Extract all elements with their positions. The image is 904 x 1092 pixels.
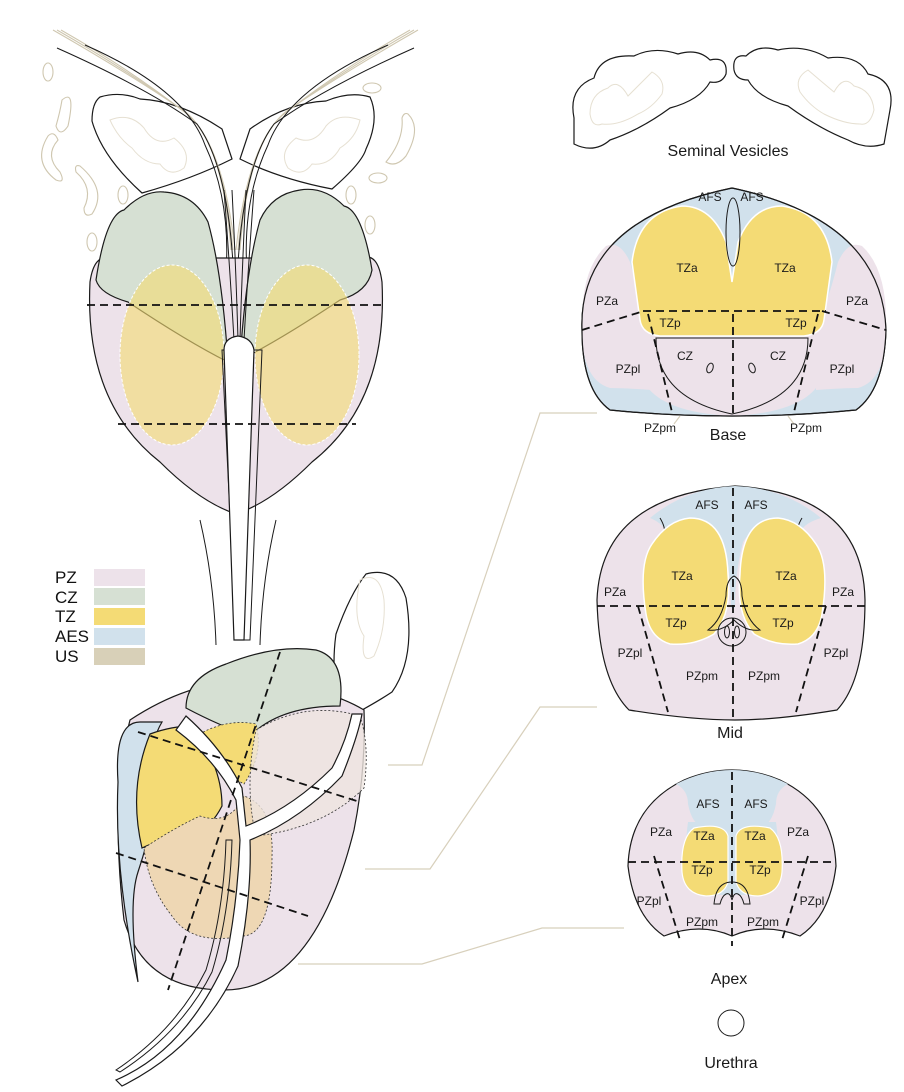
apex-label-tza-right: TZa <box>744 829 766 843</box>
apex-tz-left <box>681 825 729 897</box>
base-cz <box>655 337 809 415</box>
mid-label-tzp-right: TZp <box>772 616 794 630</box>
mid-label-afs-right: AFS <box>744 498 767 512</box>
sagittal-urethra <box>114 713 363 1087</box>
base-label-afs-left: AFS <box>698 190 721 204</box>
coronal-view <box>41 29 419 646</box>
apex-label-pzpl-left: PZpl <box>637 894 662 908</box>
base-label-afs-right: AFS <box>740 190 763 204</box>
mid-label-pzpm-right: PZpm <box>748 669 780 683</box>
base-urethra-lumen <box>725 197 741 267</box>
base-label-pza-right: PZa <box>846 294 868 308</box>
base-label-tza-left: TZa <box>676 261 698 275</box>
leader-line-base <box>388 412 597 766</box>
legend-item-aes: AES <box>55 627 145 646</box>
sagittal-urethral-sphincter <box>115 839 233 1073</box>
seminal-vesicles-section: Seminal Vesicles <box>572 47 892 160</box>
vas-deferens <box>52 29 419 286</box>
apex-section: AFS AFS PZa PZa TZa TZa TZp TZp PZpl PZp… <box>627 769 837 988</box>
legend-item-pz: PZ <box>55 568 145 587</box>
mid-label-pzpl-right: PZpl <box>824 646 849 660</box>
mid-verumontanum <box>717 617 747 647</box>
base-label-pzpm-right: PZpm <box>790 421 822 435</box>
legend-label-pz: PZ <box>55 568 77 587</box>
base-label-pzpl-left: PZpl <box>616 362 641 376</box>
apex-label-afs-left: AFS <box>696 797 719 811</box>
base-label-pza-left: PZa <box>596 294 618 308</box>
mid-tz-left <box>642 517 730 646</box>
mid-label-tzp-left: TZp <box>665 616 687 630</box>
legend-item-tz: TZ <box>55 607 145 626</box>
legend-swatch-aes <box>94 628 145 645</box>
coronal-seminal-vesicles <box>91 93 375 194</box>
apex-label-afs-right: AFS <box>744 797 767 811</box>
apex-label-pza-left: PZa <box>650 825 672 839</box>
base-label-tzp-right: TZp <box>785 316 807 330</box>
sagittal-view <box>114 412 624 1087</box>
urethra-caption: Urethra <box>704 1055 757 1072</box>
mid-label-pzpl-left: PZpl <box>618 646 643 660</box>
base-caption: Base <box>710 427 747 444</box>
legend-swatch-pz <box>94 569 145 586</box>
mid-tz-right <box>738 517 826 646</box>
coronal-transition-zone-left <box>119 264 225 446</box>
legend-label-us: US <box>55 647 79 666</box>
legend-label-aes: AES <box>55 627 89 646</box>
apex-label-tza-left: TZa <box>693 829 715 843</box>
mid-label-afs-left: AFS <box>695 498 718 512</box>
coronal-transition-zone-right <box>254 264 360 446</box>
legend-label-tz: TZ <box>55 607 76 626</box>
legend-swatch-cz <box>94 588 145 605</box>
seminal-vesicle-right <box>733 47 892 147</box>
leader-line-apex <box>298 927 624 965</box>
base-label-tza-right: TZa <box>774 261 796 275</box>
apex-label-pzpm-left: PZpm <box>686 915 718 929</box>
mid-label-pzpm-left: PZpm <box>686 669 718 683</box>
base-section: AFS AFS TZa TZa PZa PZa TZp TZp CZ CZ PZ… <box>581 187 887 444</box>
base-label-pzpl-right: PZpl <box>830 362 855 376</box>
mid-label-tza-left: TZa <box>671 569 693 583</box>
legend-label-cz: CZ <box>55 588 78 607</box>
mid-label-tza-right: TZa <box>775 569 797 583</box>
apex-label-pzpl-right: PZpl <box>800 894 825 908</box>
legend-item-cz: CZ <box>55 588 145 607</box>
apex-label-tzp-left: TZp <box>691 863 713 877</box>
legend-swatch-tz <box>94 608 145 625</box>
mid-caption: Mid <box>717 725 743 742</box>
legend-swatch-us <box>94 648 145 665</box>
mid-label-pza-left: PZa <box>604 585 626 599</box>
urethra-ring <box>717 1009 745 1037</box>
mid-section: AFS AFS TZa TZa PZa PZa TZp TZp PZpl PZp… <box>596 485 866 742</box>
base-label-pzpm-left: PZpm <box>644 421 676 435</box>
apex-caption: Apex <box>711 971 747 988</box>
apex-label-pzpm-right: PZpm <box>747 915 779 929</box>
legend-item-us: US <box>55 647 145 666</box>
base-label-tzp-left: TZp <box>659 316 681 330</box>
base-tz <box>631 205 833 337</box>
base-pz-right <box>808 244 887 390</box>
apex-label-tzp-right: TZp <box>749 863 771 877</box>
seminal-vesicles-caption: Seminal Vesicles <box>668 143 789 160</box>
apex-label-pza-right: PZa <box>787 825 809 839</box>
mid-afs <box>650 486 821 608</box>
seminal-vesicle-left <box>572 49 727 149</box>
mid-label-pza-right: PZa <box>832 585 854 599</box>
base-label-cz-left: CZ <box>677 349 693 363</box>
urethra-section: Urethra <box>704 1009 758 1072</box>
coronal-urethra <box>223 335 255 641</box>
mid-urethra-lumen <box>706 575 762 631</box>
leader-line-mid <box>365 706 597 870</box>
legend: PZ CZ TZ AES US <box>55 568 145 666</box>
vas-deferens-loops <box>41 62 416 252</box>
base-label-cz-right: CZ <box>770 349 786 363</box>
